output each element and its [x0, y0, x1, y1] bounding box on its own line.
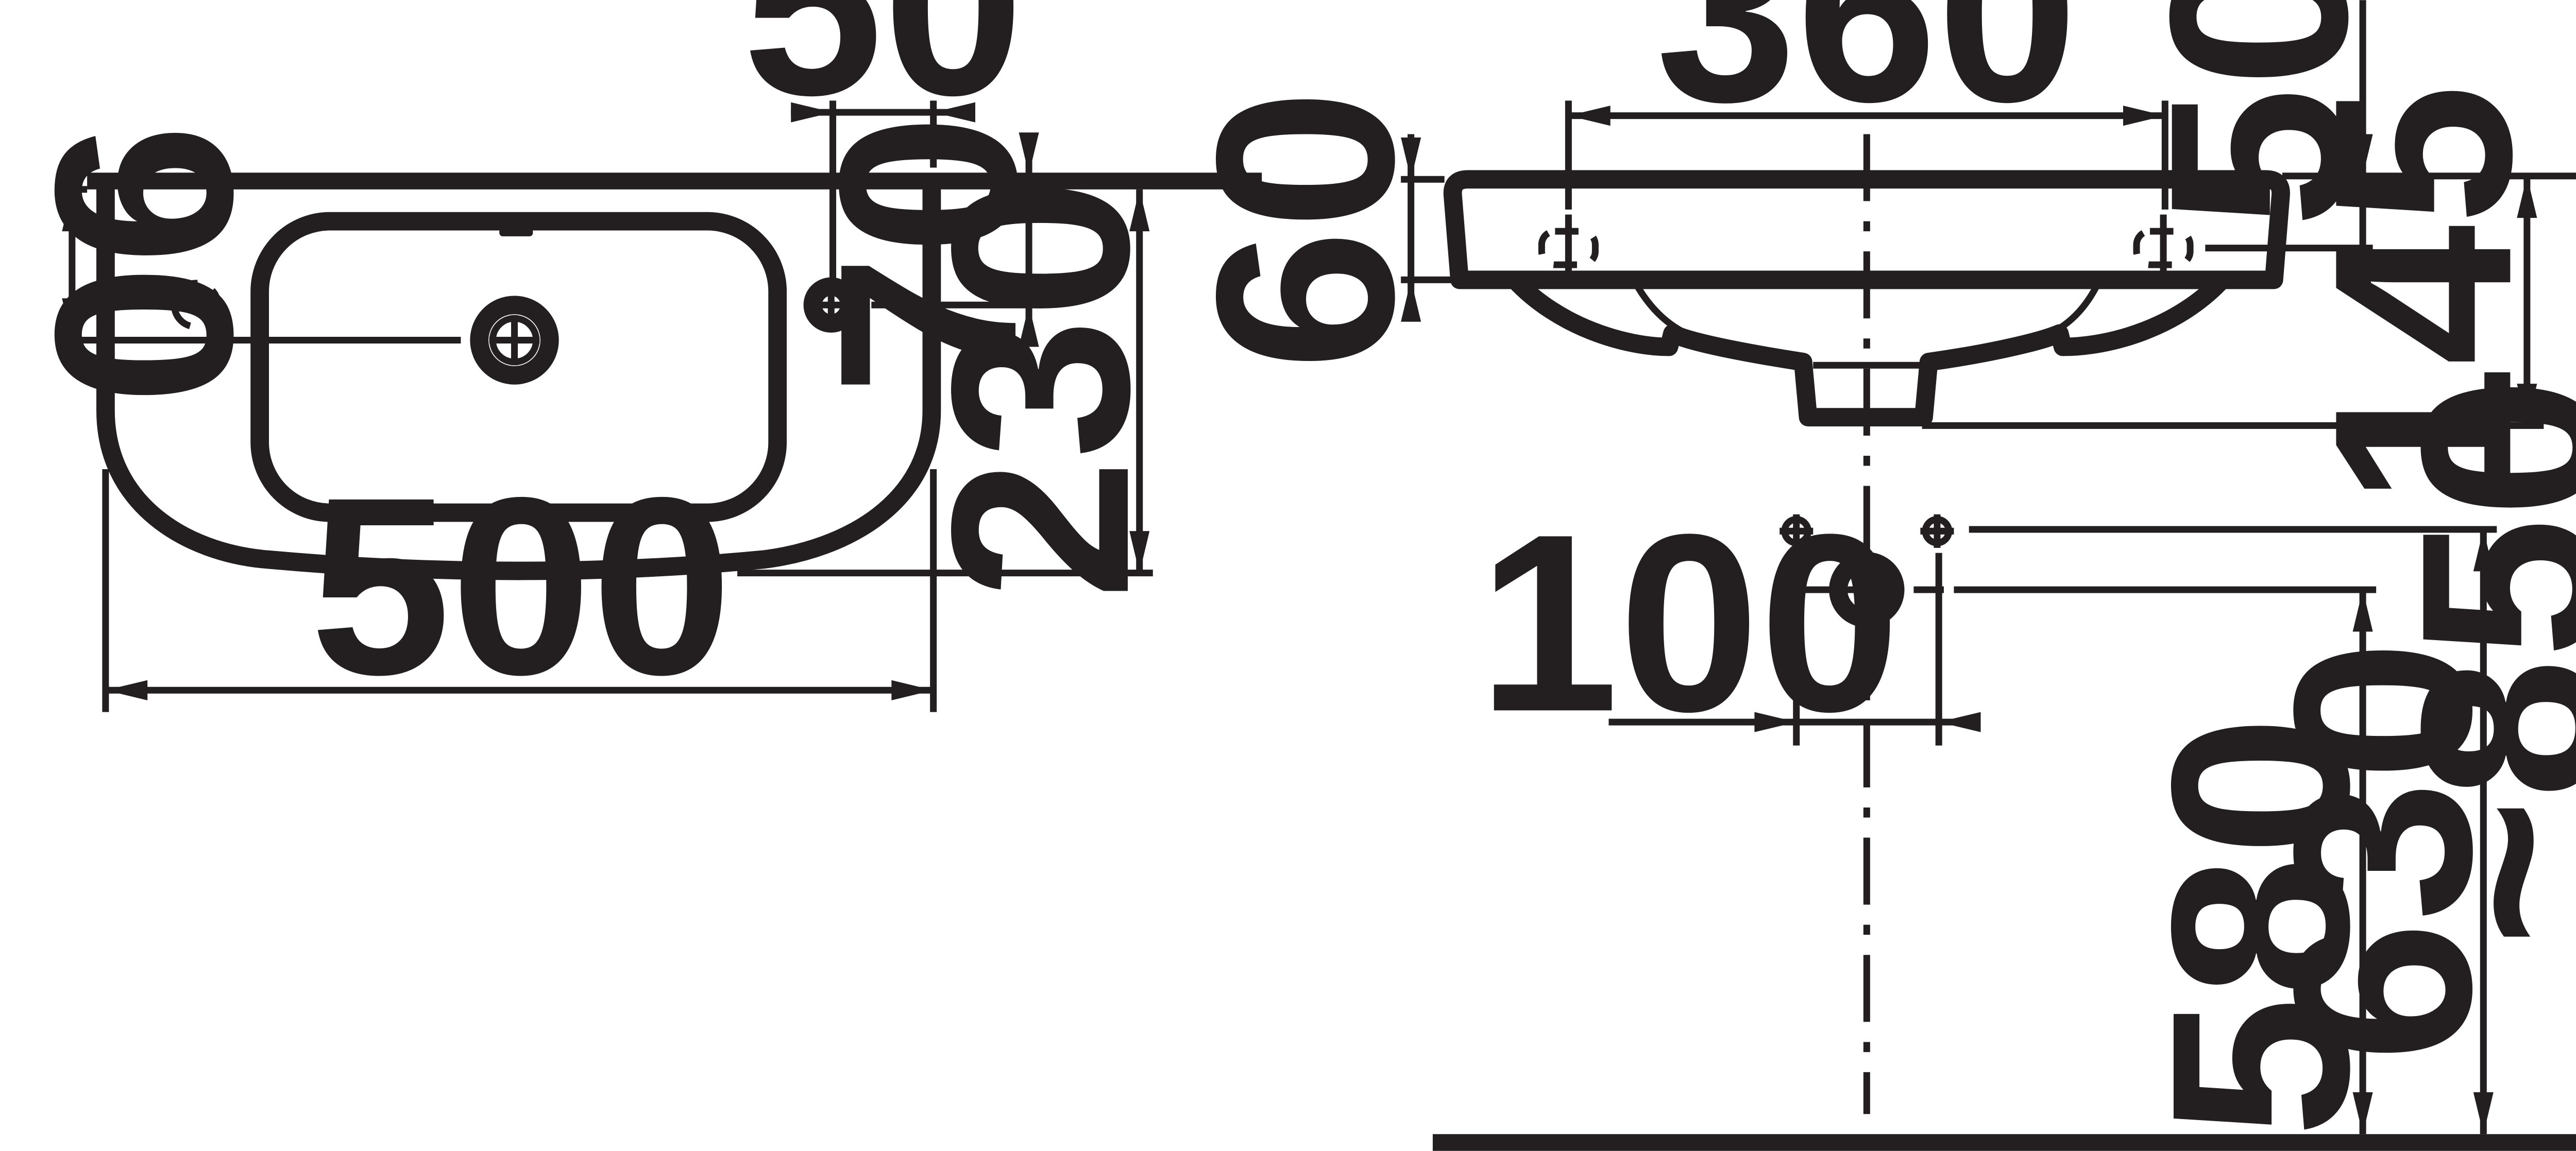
floor-line [1432, 1134, 2576, 1151]
arrow [891, 680, 934, 700]
basin-rim [1443, 170, 2290, 289]
dim-label-total-height: ~850 [2368, 377, 2576, 947]
dim-label-top-offset: 50 [2117, 0, 2400, 228]
optional-tap-hole [171, 280, 222, 331]
arrow [1401, 280, 1421, 322]
wall-slab [87, 173, 1262, 190]
arrow [2517, 176, 2537, 218]
bowl-inner-curve [1631, 278, 2103, 349]
dim-label-waste-spacing: 100 [1478, 482, 1900, 764]
arrow [2123, 106, 2165, 126]
arrow [933, 102, 975, 123]
overflow-slot [499, 226, 533, 236]
arrow [791, 102, 833, 123]
arrow [2352, 590, 2373, 632]
arrow [1019, 305, 1039, 347]
top-view: 50 500 90 70 230 [3, 0, 1262, 728]
arrow [1129, 531, 1150, 573]
arrow [2352, 1092, 2373, 1135]
tap-hole [803, 277, 859, 333]
front-view: 360 100 60 50 145 580 630 ~850 [1164, 0, 2576, 1151]
arrow [62, 189, 82, 232]
dim-label-waste-height: 580 [2119, 715, 2402, 1137]
arrow [1754, 712, 1797, 732]
dim-label-width: 500 [310, 445, 732, 728]
dim-label-fixing-spacing: 360 [1656, 0, 2078, 154]
dim-label-tap-offset: 50 [742, 0, 1024, 148]
dim-label-rim-height: 60 [1164, 89, 1447, 370]
basin-outline [96, 180, 941, 580]
arrow [1019, 132, 1039, 175]
arrow [2473, 1092, 2494, 1135]
dim-label-basin-height: 145 [2281, 84, 2564, 506]
dim-label-overflow-depth: 90 [3, 124, 286, 405]
dim-label-tap-depth: 70 [787, 114, 1070, 395]
arrow [1568, 106, 1611, 126]
drain-outer [470, 296, 559, 385]
arrow [62, 298, 82, 340]
arrow [2352, 134, 2373, 176]
arrow [2473, 529, 2494, 572]
dim-label-depth: 230 [899, 178, 1182, 599]
basin-underside [1505, 270, 2231, 427]
arrow [2352, 248, 2373, 290]
arrow [105, 680, 148, 700]
arrow [2517, 384, 2537, 426]
dim-label-fixing-height: 630 [2241, 640, 2524, 1062]
arrow [1129, 189, 1150, 232]
arrow [1939, 712, 1981, 732]
bowl-outline [250, 212, 787, 522]
arrow [1401, 137, 1421, 180]
